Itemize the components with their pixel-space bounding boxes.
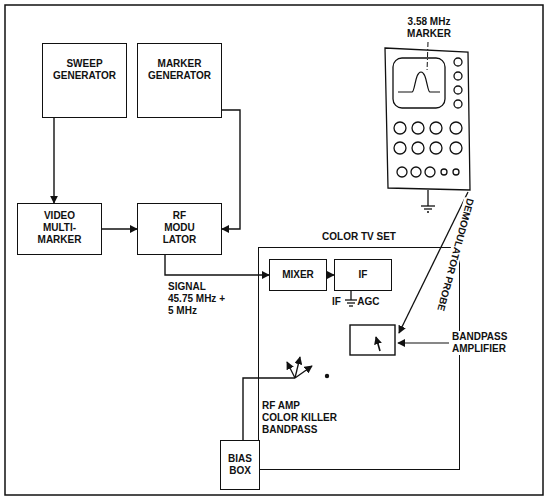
knob	[394, 122, 406, 134]
box-label: RF MODU LATOR	[159, 210, 201, 246]
marker-pointer	[427, 42, 428, 72]
knob	[454, 86, 462, 94]
drawing-part	[427, 190, 428, 206]
sweep-generator: SWEEP GENERATOR	[42, 43, 127, 118]
knob	[412, 142, 424, 154]
box-label: MARKER GENERATOR	[144, 58, 216, 82]
knob	[441, 169, 447, 175]
test-point	[325, 374, 329, 378]
box-heading: COLOR TV SET	[259, 231, 459, 242]
connector	[327, 274, 334, 275]
ground-symbol	[421, 190, 435, 212]
knob	[450, 122, 462, 134]
knob	[394, 142, 406, 154]
signal-label: SIGNAL 45.75 MHz + 5 MHz	[168, 281, 226, 317]
video-multimarker: VIDEO MULTI- MARKER	[17, 203, 102, 255]
probe-label: DEMODULATOR PROBE	[434, 197, 476, 312]
knob	[425, 167, 435, 177]
drawing-part	[421, 205, 435, 206]
box-label: SWEEP GENERATOR	[49, 58, 121, 82]
knob	[454, 100, 462, 108]
box-label: MIXER	[273, 269, 323, 281]
leader-line	[398, 342, 449, 343]
drawing-part	[295, 366, 312, 378]
knob	[412, 122, 424, 134]
marker-generator: MARKER GENERATOR	[137, 43, 222, 118]
callout-label: BANDPASS AMPLIFIER	[452, 331, 516, 355]
drawing-part	[398, 72, 440, 92]
connector	[53, 118, 54, 203]
knob	[450, 142, 462, 154]
bias-box: BIAS BOX	[220, 440, 260, 490]
knob	[411, 167, 421, 177]
drawing-part	[376, 337, 380, 351]
knob	[430, 142, 442, 154]
connector	[222, 110, 240, 229]
drawing-part	[393, 58, 445, 108]
bandpass-amplifier-box	[350, 325, 395, 355]
drawing-part	[427, 211, 429, 212]
mixer-box: MIXER	[269, 259, 327, 291]
frame	[5, 5, 543, 495]
agc-label: IF AGC	[332, 296, 380, 308]
bias-target-label: RF AMP COLOR KILLER BANDPASS	[262, 400, 338, 436]
tv-set-housing: COLOR TV SETMIXERIF	[258, 247, 460, 470]
drawing-part	[287, 362, 295, 378]
knob	[430, 122, 442, 134]
connector	[165, 255, 269, 275]
drawing-part	[394, 58, 462, 177]
drawing-part	[424, 208, 432, 209]
box-label: BIAS BOX	[225, 453, 255, 477]
rf-modulator: RF MODU LATOR	[137, 203, 222, 255]
drawing-part	[350, 325, 395, 355]
knob	[454, 72, 462, 80]
knob	[454, 58, 462, 66]
box-label: IF	[338, 269, 388, 281]
bias-points	[287, 357, 312, 378]
box-label: VIDEO MULTI- MARKER	[36, 210, 84, 246]
if-box: IF	[334, 259, 392, 291]
connector	[102, 228, 137, 229]
knob	[453, 169, 459, 175]
marker-label: 3.58 MHz MARKER	[406, 16, 452, 40]
knob	[397, 167, 407, 177]
